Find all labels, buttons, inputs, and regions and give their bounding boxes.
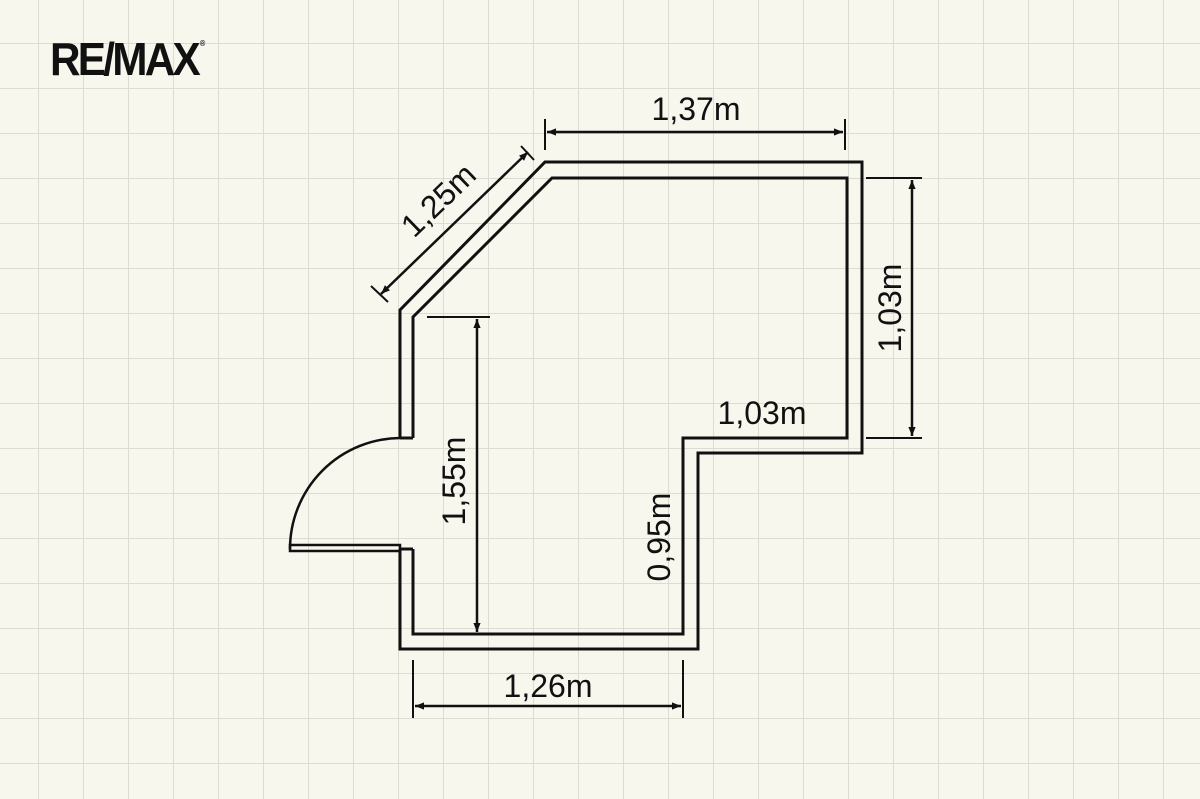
dim-label-left: 1,55m xyxy=(436,437,472,526)
dim-label-right: 1,03m xyxy=(872,264,908,353)
door-leaf xyxy=(288,543,402,553)
dim-label-bottom: 1,26m xyxy=(504,668,593,704)
logo-registered-mark: ® xyxy=(199,39,206,48)
dim-label-diagonal: 1,25m xyxy=(394,156,483,244)
ext-diag-bottom xyxy=(370,285,389,303)
dim-label-inner-step: 1,03m xyxy=(718,395,807,431)
logo-text: RE/MAX xyxy=(50,33,201,85)
remax-logo: RE/MAX® xyxy=(50,33,206,85)
dim-label-top: 1,37m xyxy=(652,91,741,127)
door xyxy=(288,436,402,553)
door-swing-arc xyxy=(288,436,401,550)
dim-label-inner-vertical: 0,95m xyxy=(641,493,677,582)
dimension-lines xyxy=(380,128,916,710)
dim-line-diagonal xyxy=(380,151,529,295)
extension-lines xyxy=(370,119,922,718)
